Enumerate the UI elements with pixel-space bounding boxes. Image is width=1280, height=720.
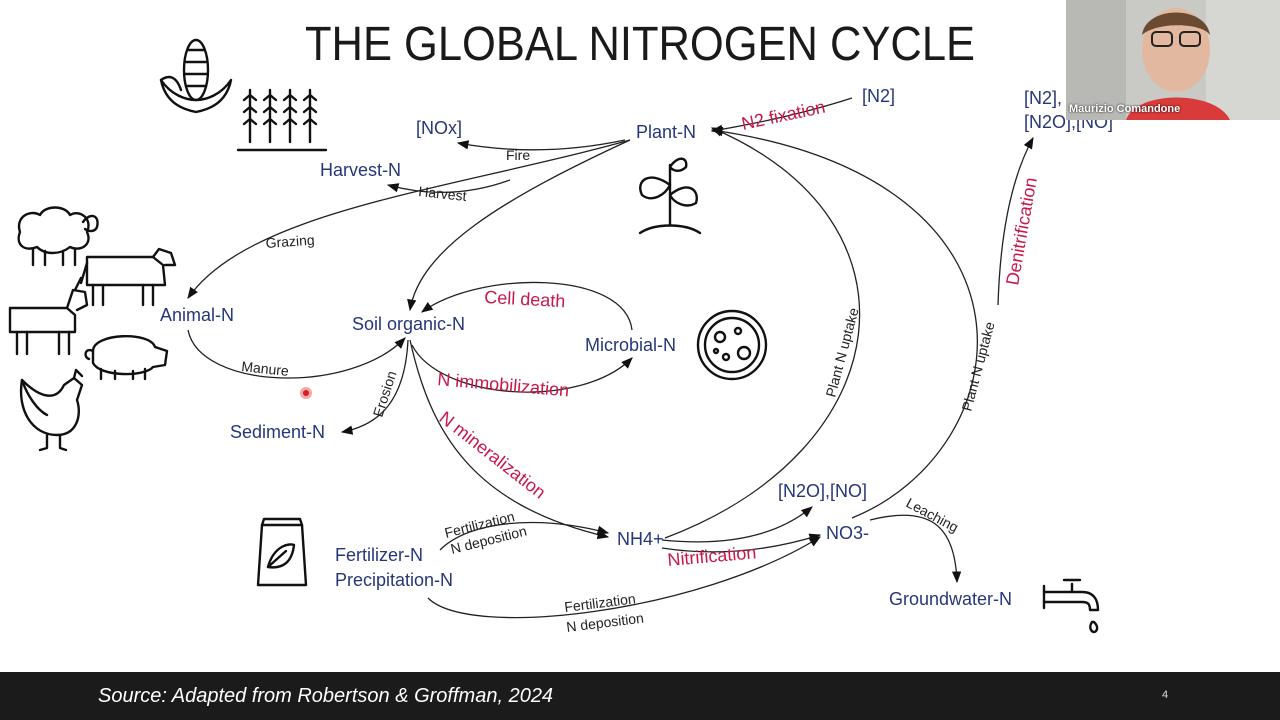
corn-icon [159,38,233,114]
arrow-cell-death [421,281,633,331]
label-nox: [NOx] [416,118,462,138]
presenter-avatar [1066,0,1280,120]
label-soil-organic-n: Soil organic-N [352,314,465,334]
microbe-icon [696,309,768,381]
webcam-presenter-name: Maurizio Comandone [1069,103,1181,115]
arrow-fertilization-to-nh4 [439,521,610,551]
faucet-icon [1042,578,1100,634]
label-microbial-n: Microbial-N [585,335,676,355]
label-sediment-n: Sediment-N [230,422,325,442]
label-precipitation-n: Precipitation-N [335,570,453,590]
source-citation: Source: Adapted from Robertson & Groffma… [98,685,554,707]
label-n-immobilization: N immobilization [437,369,570,400]
arrow-harvest [386,179,511,194]
label-n2-fixation: N2 fixation [740,97,827,134]
goat-icon [8,276,89,356]
arrow-n2-fixation [710,97,853,134]
label-harvest: Harvest [418,183,468,204]
arrow-fertilization-to-no3 [427,536,821,619]
arrow-plant-to-soil [407,139,631,312]
label-manure: Manure [241,358,290,379]
label-plant-n-uptake-2: Plant N uptake [958,320,997,413]
label-animal-n: Animal-N [160,305,234,325]
label-cell-death: Cell death [484,287,566,311]
label-n-mineralization: N mineralization [436,407,550,502]
arrow-nitrification [661,533,822,553]
label-nh4: NH4+ [617,529,664,549]
label-leaching: Leaching [904,495,962,536]
arrow-denitrification [997,136,1034,306]
label-fertilizer-n: Fertilizer-N [335,545,423,565]
slide-footer [0,672,1280,720]
label-groundwater-n: Groundwater-N [889,589,1012,609]
label-n2: [N2] [862,86,895,106]
arrow-grazing [187,139,631,299]
page-number: 4 [1162,689,1169,701]
sheep-icon [17,206,99,267]
label-denit-products-1: [N2], [1024,88,1062,108]
arrow-nh4-to-n2o [661,506,813,543]
arrow-immobilization [411,344,633,393]
arrow-fire [456,139,626,151]
arrow-plant-uptake-no3 [710,126,978,519]
label-harvest-n: Harvest-N [320,160,401,180]
label-nitrification: Nitrification [667,542,757,570]
label-plant-n: Plant-N [636,122,696,142]
arrow-leaching [869,514,962,584]
arrow-mineralization [409,339,610,540]
slide-title: THE GLOBAL NITROGEN CYCLE [305,18,975,71]
label-no3: NO3- [826,523,869,543]
wheat-icon [236,88,328,152]
pig-icon [84,335,169,381]
label-fire: Fire [506,147,530,163]
arrow-plant-uptake-nh4 [664,127,861,539]
flow-arrows [187,97,1034,619]
webcam-video [1066,0,1280,120]
laser-pointer [300,387,312,399]
label-grazing: Grazing [265,232,315,251]
label-denitrification: Denitrification [1002,176,1041,287]
rooster-icon [19,368,84,452]
plant-icon [638,157,702,235]
fertilizer-bag-icon [256,517,308,587]
arrow-manure [187,329,406,379]
cow-icon [79,247,177,307]
arrow-erosion [340,339,409,435]
label-n2o-no: [N2O],[NO] [778,481,867,501]
pool-labels: [N2] [NOx] Plant-N Harvest-N Animal-N So… [160,86,1113,609]
